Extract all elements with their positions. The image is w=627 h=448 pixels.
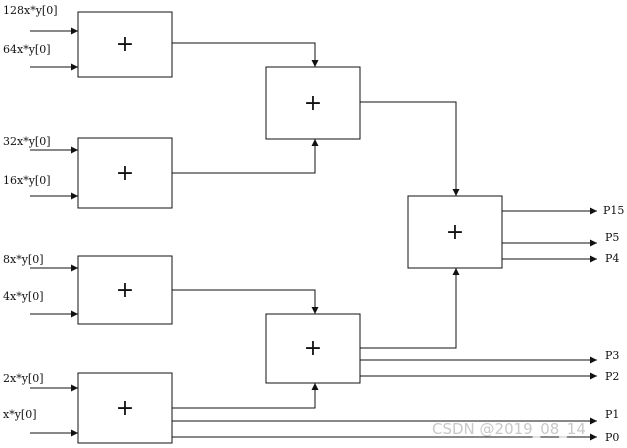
output-label-p1: P1 — [605, 408, 619, 421]
input-label-8: x*y[0] — [3, 408, 37, 421]
wire-adder2-to-adder5 — [172, 139, 319, 174]
input-label-3: 32x*y[0] — [3, 135, 51, 148]
output-label-p0: P0 — [605, 431, 619, 444]
input-label-6: 4x*y[0] — [3, 290, 44, 303]
input-label-2: 64x*y[0] — [3, 43, 51, 56]
adder-box-4 — [77, 372, 173, 444]
adder-plus-4: + — [116, 396, 134, 421]
output-label-p4: P4 — [605, 252, 619, 265]
wire-adder3-to-adder6 — [172, 289, 319, 314]
output-label-p3: P3 — [605, 349, 619, 362]
adder-box-2 — [77, 137, 173, 209]
adder-box-6 — [265, 313, 361, 384]
watermark-text: CSDN @2019_08_14 — [432, 420, 586, 439]
output-label-p15: P15 — [603, 204, 624, 217]
adder-plus-1: + — [116, 32, 134, 57]
input-label-1: 128x*y[0] — [3, 4, 58, 17]
input-label-7: 2x*y[0] — [3, 372, 44, 385]
adder-box-1 — [77, 11, 173, 78]
wire-adder1-to-adder5 — [172, 42, 319, 67]
wire-adder5-to-adder7 — [360, 101, 460, 196]
output-label-p2: P2 — [605, 370, 619, 383]
input-label-5: 8x*y[0] — [3, 253, 44, 266]
input-label-4: 16x*y[0] — [3, 174, 51, 187]
adder-plus-7: + — [446, 220, 464, 245]
wire-adder6-to-adder7 — [360, 268, 460, 349]
adder-plus-2: + — [116, 161, 134, 186]
adder-plus-6: + — [304, 336, 322, 361]
adder-plus-3: + — [116, 278, 134, 303]
output-label-p5: P5 — [605, 231, 619, 244]
adder-box-5 — [265, 66, 361, 140]
adder-plus-5: + — [304, 91, 322, 116]
adder-box-3 — [77, 255, 173, 325]
wire-adder4-to-adder6 — [172, 383, 319, 409]
